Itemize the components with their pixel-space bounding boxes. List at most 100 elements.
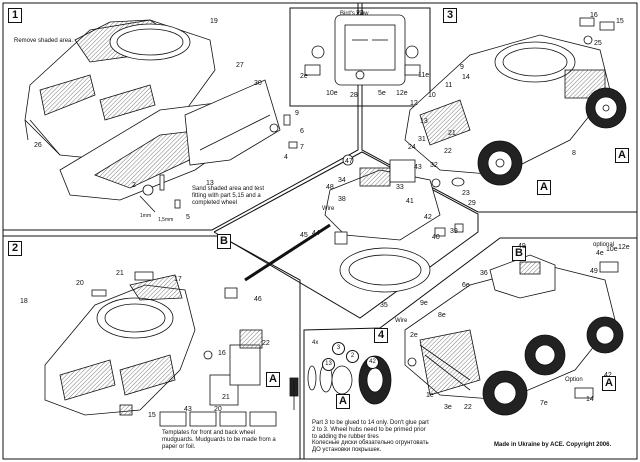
note-part3: Part 3 to be glued to 14 only. Don't glu… xyxy=(312,420,429,440)
part-number: 27 xyxy=(236,62,244,69)
part-number: 4e xyxy=(596,250,604,257)
part-number: 8 xyxy=(572,150,576,157)
part-number: 10 xyxy=(428,92,436,99)
part-number: 46 xyxy=(254,296,262,303)
part-number: 22 xyxy=(464,404,472,411)
part-number: 40 xyxy=(432,234,440,241)
note-remove-shaded: Remove shaded area. xyxy=(14,38,74,44)
part-number: 20 xyxy=(214,406,222,413)
part-number-circled: 13 xyxy=(322,358,335,371)
part-number: 9e xyxy=(420,300,428,307)
part-number: 16 xyxy=(590,12,598,19)
note-russian: Колесные диски обязательно огрунтовать Д… xyxy=(312,440,429,453)
frame-stepB xyxy=(213,151,479,319)
step-B-label: B xyxy=(217,234,231,249)
mudguard-templates xyxy=(159,329,277,427)
part-number: 9 xyxy=(295,110,299,117)
step4-vehicle xyxy=(404,254,624,416)
part-number: 36 xyxy=(480,270,488,277)
part-number: 19 xyxy=(210,18,218,25)
note-optional: optional xyxy=(593,242,615,248)
frame-step2 xyxy=(3,235,301,459)
part-number: 14 xyxy=(462,74,470,81)
part-number: 12 xyxy=(410,100,418,107)
part-number: 28 xyxy=(350,92,358,99)
part-number: 10e xyxy=(606,246,618,253)
part-number: 10e xyxy=(326,90,338,97)
part-number: 22 xyxy=(262,340,270,347)
step-4-label: 4 xyxy=(374,328,388,343)
part-number: 42 xyxy=(604,372,612,379)
part-number: 16 xyxy=(218,350,226,357)
step2-hull xyxy=(44,271,213,416)
part-number: 35 xyxy=(380,302,388,309)
subassembly-A-2: A xyxy=(537,180,551,195)
part-number: 43 xyxy=(184,406,192,413)
step-3-label: 3 xyxy=(443,8,457,23)
wheel-detail xyxy=(289,355,392,410)
part-number: 3e xyxy=(444,404,452,411)
part-number: 21 xyxy=(222,394,230,401)
birdview-drawing xyxy=(304,14,421,86)
subassembly-A-4: A xyxy=(602,376,616,391)
part-number: 14 xyxy=(586,396,594,403)
part-number: 23 xyxy=(356,10,364,17)
part-number: 8e xyxy=(438,312,446,319)
note-sand-shaded: Sand shaded area and test fitting with p… xyxy=(192,186,265,206)
step3-vehicle xyxy=(404,17,627,188)
part-number: 29 xyxy=(468,200,476,207)
part-number-circled: 42 xyxy=(366,356,379,369)
part-number: 4 xyxy=(284,154,288,161)
part-number: 31 xyxy=(418,136,426,143)
step1-small-parts xyxy=(139,114,298,213)
part-number: 48 xyxy=(326,184,334,191)
subassembly-A-1: A xyxy=(615,148,629,163)
part-number: 41 xyxy=(406,198,414,205)
part-number: 2e xyxy=(300,73,308,80)
part-number: 5 xyxy=(186,214,190,221)
birdview-frame xyxy=(289,7,431,107)
part-number-circled: 2 xyxy=(346,350,359,363)
part-number: 2e xyxy=(410,332,418,339)
part-number: 34 xyxy=(338,177,346,184)
note-wire-B: Wire xyxy=(322,206,335,212)
part-number: 20 xyxy=(76,280,84,287)
part-number: 24 xyxy=(408,144,416,151)
part-number: 6e xyxy=(462,282,470,289)
part-number-circled: 3 xyxy=(332,342,345,355)
step-2-label: 2 xyxy=(8,241,22,256)
part-number: 26 xyxy=(34,142,42,149)
part-number: 21 xyxy=(448,130,456,137)
part-number: 12e xyxy=(396,90,408,97)
turret-drawing xyxy=(224,154,464,299)
part-number: 15 xyxy=(616,18,624,25)
part-number: 39 xyxy=(450,228,458,235)
part-number: 11e xyxy=(418,72,430,79)
part-number: 44 xyxy=(312,230,320,237)
part-number: 17 xyxy=(174,276,182,283)
step-1-label: 1 xyxy=(8,8,22,23)
subassembly-B-ref: B xyxy=(512,246,526,261)
part-number: 49 xyxy=(590,268,598,275)
note-templates: Templates for front and back wheel mudgu… xyxy=(162,430,276,450)
note-birds-view: Bird's view xyxy=(340,11,369,17)
part-number: 47 xyxy=(345,158,353,165)
part-number: 13 xyxy=(206,180,214,187)
dimension-label: 1mm xyxy=(140,213,152,219)
subassembly-A-step2: A xyxy=(266,372,280,387)
part-number: 11 xyxy=(445,82,453,89)
part-number: 21 xyxy=(116,270,124,277)
subassembly-A-3: A xyxy=(336,394,350,409)
part-number: 15 xyxy=(148,412,156,419)
footer-copyright: Made in Ukraine by ACE. Copyright 2006. xyxy=(494,442,612,448)
part-number: 25 xyxy=(594,40,602,47)
part-number: 32 xyxy=(430,162,438,169)
part-number: 42 xyxy=(424,214,432,221)
part-number: 45 xyxy=(300,232,308,239)
part-number: 33 xyxy=(396,184,404,191)
part-number: 18 xyxy=(20,298,28,305)
part-number: 6 xyxy=(300,128,304,135)
part-number: 7 xyxy=(300,144,304,151)
